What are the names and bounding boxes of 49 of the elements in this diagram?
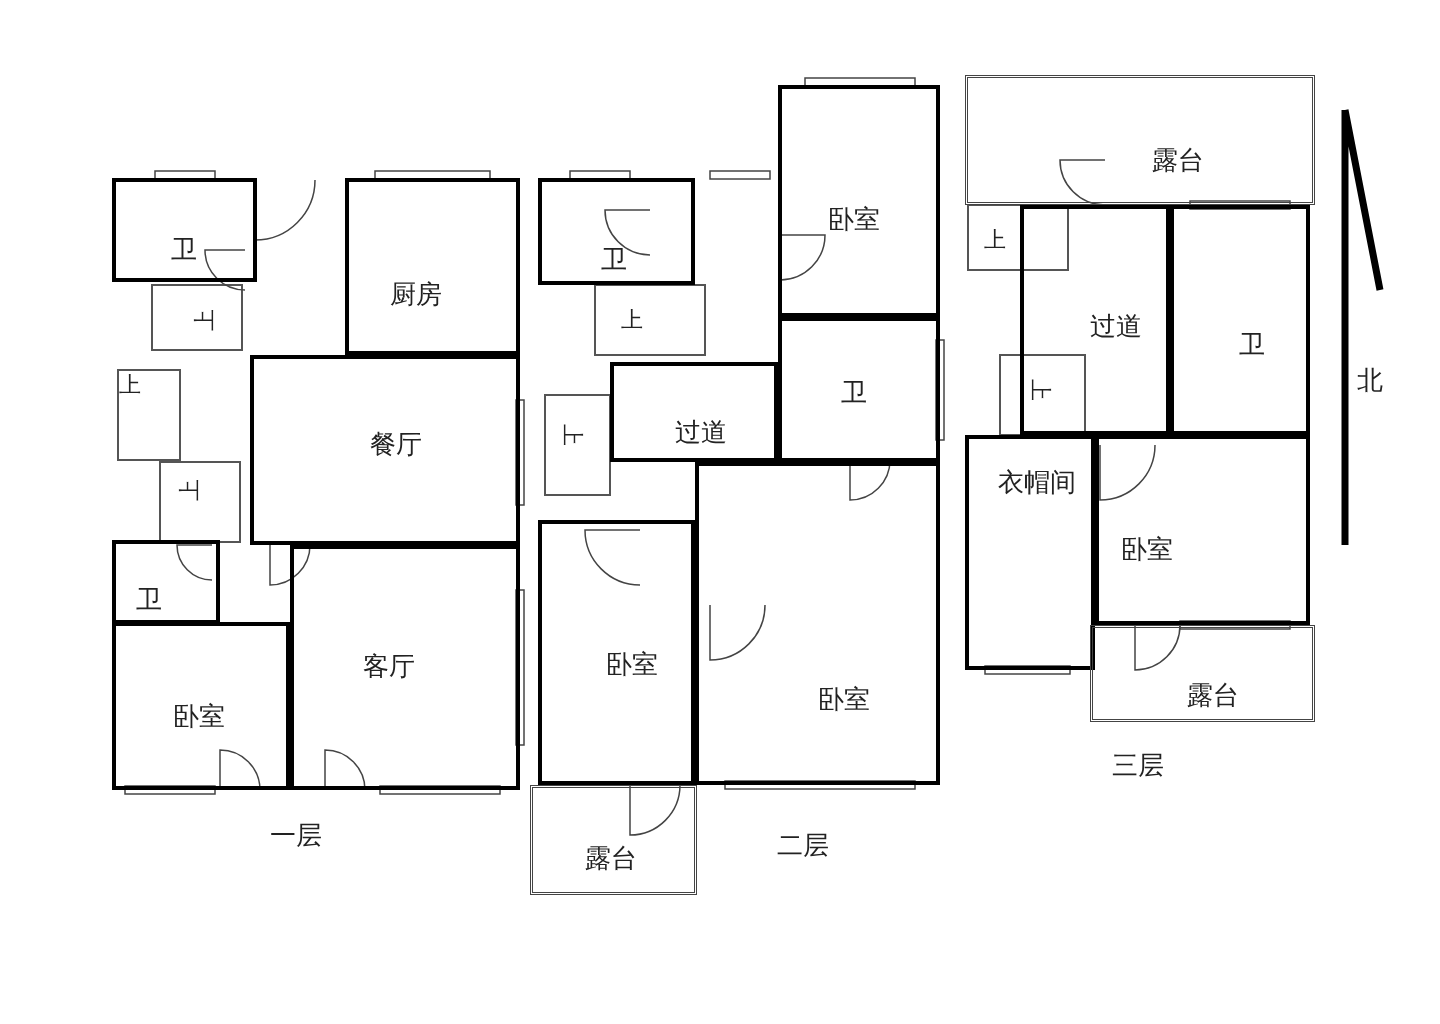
room-label: 卫	[136, 582, 162, 616]
stair-direction-label: 上	[559, 424, 586, 446]
room-label: 卧室	[173, 699, 225, 733]
room-area	[778, 317, 940, 462]
room-area	[965, 435, 1095, 670]
room-label: 卧室	[1121, 532, 1173, 566]
north-label: 北	[1357, 363, 1383, 397]
room-label: 客厅	[363, 649, 415, 683]
floor-label: 二层	[777, 828, 829, 862]
room-area	[778, 85, 940, 317]
stair-direction-label: 上	[1027, 379, 1054, 401]
room-area	[695, 462, 940, 785]
stair-direction-label: 上	[176, 479, 203, 501]
room-label: 厨房	[390, 277, 442, 311]
room-label: 卫	[841, 375, 867, 409]
room-area	[1095, 435, 1310, 625]
room-label: 卧室	[818, 682, 870, 716]
room-label: 露台	[585, 841, 637, 875]
room-area	[538, 520, 695, 785]
terrace-area	[1090, 625, 1315, 722]
terrace-area	[530, 785, 697, 895]
room-area	[345, 178, 520, 355]
room-label: 衣帽间	[998, 465, 1076, 499]
room-label: 餐厅	[370, 427, 422, 461]
room-area	[1170, 205, 1310, 435]
room-label: 卧室	[606, 647, 658, 681]
stair-direction-label: 上	[984, 226, 1006, 254]
room-label: 卫	[1239, 327, 1265, 361]
floor-label: 一层	[270, 818, 322, 852]
room-area	[112, 622, 290, 790]
room-area	[290, 545, 520, 790]
room-label: 卫	[601, 242, 627, 276]
room-label: 卧室	[828, 202, 880, 236]
room-area	[112, 540, 220, 624]
room-area	[112, 178, 257, 282]
stair-direction-label: 上	[621, 306, 643, 334]
room-area	[538, 178, 695, 285]
room-area	[1020, 205, 1170, 435]
room-label: 卫	[171, 232, 197, 266]
room-label: 露台	[1152, 143, 1204, 177]
room-area	[250, 355, 520, 545]
stair-direction-label: 上	[119, 371, 141, 399]
room-label: 露台	[1187, 678, 1239, 712]
floor-label: 三层	[1112, 748, 1164, 782]
stair-direction-label: 上	[191, 309, 218, 331]
room-area	[610, 362, 778, 462]
terrace-area	[965, 75, 1315, 205]
room-label: 过道	[675, 415, 727, 449]
room-label: 过道	[1090, 309, 1142, 343]
